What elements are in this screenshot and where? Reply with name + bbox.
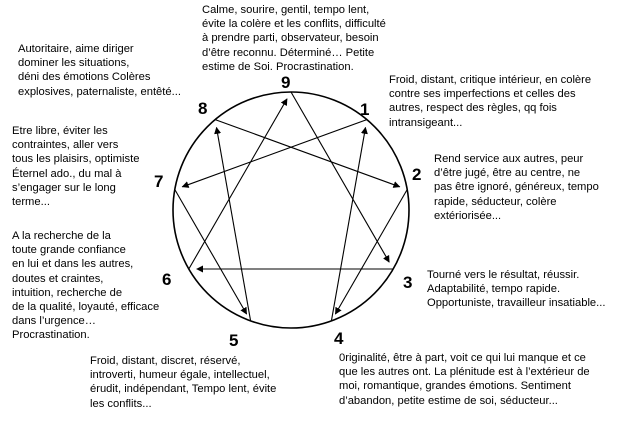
point-number-9: 9 bbox=[281, 73, 290, 92]
arrow-2-to-4 bbox=[334, 189, 408, 315]
description-type-5: Froid, distant, discret, réservé, introve… bbox=[90, 354, 276, 411]
arrow-1-to-7 bbox=[181, 119, 367, 188]
description-line-2-4: rapide, séducteur, colère bbox=[434, 195, 557, 208]
arrow-6-to-9 bbox=[188, 98, 288, 270]
description-line-5-1: Froid, distant, discret, réservé, bbox=[90, 355, 241, 367]
point-number-4: 4 bbox=[334, 329, 344, 348]
description-line-6-8: Procrastination. bbox=[12, 329, 90, 342]
description-type-9: Calme, sourire, gentil, tempo lent, évite… bbox=[202, 3, 386, 74]
description-line-4-2: que les autres ont. La plénitude est à l… bbox=[339, 366, 590, 379]
description-line-8-2: dominer les situations, bbox=[18, 57, 130, 70]
description-type-8: Autoritaire, aime diriger dominer les sit… bbox=[18, 42, 181, 99]
description-line-1-1: Froid, distant, critique intérieur, en c… bbox=[389, 74, 592, 86]
description-type-3: Tourné vers le résultat, réussir. Adaptab… bbox=[427, 268, 605, 311]
number-layer: 9 1 2 3 4 5 6 7 8 bbox=[154, 73, 421, 350]
description-line-7-3: tous les plaisirs, optimiste bbox=[12, 153, 140, 166]
description-line-6-6: de la qualité, loyauté, efficace bbox=[12, 301, 160, 314]
description-line-6-1: A la recherche de la bbox=[12, 230, 111, 242]
description-line-6-5: intuition, recherche de bbox=[12, 286, 123, 299]
description-line-5-4: les conflits... bbox=[90, 397, 152, 410]
point-number-5: 5 bbox=[229, 331, 238, 350]
description-line-6-4: doutes et craintes, bbox=[12, 272, 104, 285]
description-line-7-1: Etre libre, éviter les bbox=[12, 125, 108, 137]
point-number-8: 8 bbox=[198, 99, 207, 118]
description-line-3-1: Tourné vers le résultat, réussir. bbox=[427, 269, 580, 281]
description-line-7-5: s’engager sur le long bbox=[12, 181, 116, 194]
description-line-9-3: à prendre parti, observateur, besoin bbox=[202, 32, 379, 45]
description-line-6-3: en lui et dans les autres, bbox=[12, 258, 134, 271]
description-line-2-5: extériorisée... bbox=[434, 209, 502, 222]
description-type-7: Etre libre, éviter les contraintes, aller… bbox=[12, 124, 139, 209]
arrow-5-to-8 bbox=[214, 126, 252, 321]
description-type-2: Rend service aux autres, peur d’être jugé… bbox=[434, 152, 599, 223]
description-line-1-2: contre ses imperfections et celles des bbox=[389, 88, 576, 101]
enneagram-circle bbox=[172, 91, 410, 329]
point-number-2: 2 bbox=[412, 165, 421, 184]
description-line-7-2: contraintes, aller vers bbox=[12, 139, 119, 152]
point-number-3: 3 bbox=[403, 273, 412, 292]
arrow-7-to-5 bbox=[174, 189, 248, 315]
description-line-7-4: Éternel ado., du mal à bbox=[12, 167, 122, 180]
description-line-4-1: 0riginalité, être à part, voit ce qui lu… bbox=[339, 352, 586, 364]
description-line-3-2: Adaptabilité, tempo rapide. bbox=[427, 283, 561, 296]
point-number-7: 7 bbox=[154, 172, 163, 191]
arrow-4-to-1 bbox=[330, 126, 368, 321]
description-line-2-3: pas être ignoré, généreux, tempo bbox=[434, 181, 599, 194]
description-type-1: Froid, distant, critique intérieur, en c… bbox=[389, 73, 591, 130]
description-line-8-3: déni des émotions Colères bbox=[18, 71, 151, 84]
description-line-1-3: autres, respect des règles, qq fois bbox=[389, 102, 557, 115]
description-line-5-3: érudit, indépendant, Tempo lent, évite bbox=[90, 383, 277, 396]
description-type-6: A la recherche de la toute grande confian… bbox=[12, 229, 159, 343]
description-line-7-6: terme... bbox=[12, 196, 50, 209]
description-line-8-1: Autoritaire, aime diriger bbox=[18, 43, 134, 55]
point-number-1: 1 bbox=[360, 100, 369, 119]
description-line-9-1: Calme, sourire, gentil, tempo lent, bbox=[202, 4, 370, 16]
description-line-9-2: évite la colère et les conflits, difficu… bbox=[202, 18, 386, 31]
description-line-9-4: d’être reconnu. Déterminé… Petite bbox=[202, 46, 375, 59]
arrow-9-to-3 bbox=[290, 91, 390, 263]
description-line-6-7: dans l’urgence… bbox=[12, 315, 96, 328]
description-line-6-2: toute grande confiance bbox=[12, 244, 126, 257]
description-line-1-4: intransigeant... bbox=[389, 116, 463, 129]
description-type-4: 0riginalité, être à part, voit ce qui lu… bbox=[339, 351, 590, 408]
description-line-5-2: introverti, humeur égale, intellectuel, bbox=[90, 369, 270, 382]
description-line-4-4: d’abandon, petite estime de soi, séducte… bbox=[339, 394, 558, 407]
point-number-6: 6 bbox=[162, 270, 171, 289]
description-line-9-5: estime de Soi. Procrastination. bbox=[202, 60, 354, 73]
arrow-8-to-2 bbox=[215, 119, 401, 188]
description-line-3-3: Opportuniste, travailleur insatiable... bbox=[427, 297, 606, 310]
description-line-2-2: d’être jugé, être au centre, ne bbox=[434, 167, 581, 180]
description-line-8-4: explosives, paternaliste, entêté... bbox=[18, 85, 181, 98]
description-line-2-1: Rend service aux autres, peur bbox=[434, 153, 584, 165]
arrow-layer bbox=[174, 91, 408, 321]
description-line-4-3: moi, romantique, grandes émotions. Senti… bbox=[339, 380, 571, 393]
